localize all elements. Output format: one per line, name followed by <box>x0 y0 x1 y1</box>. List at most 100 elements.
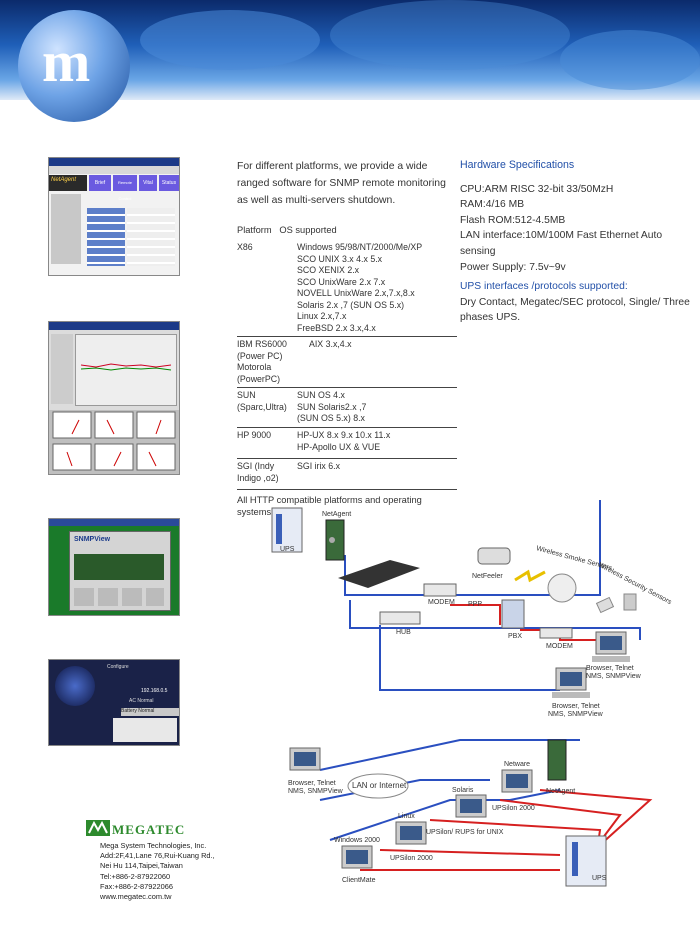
modem2-icon <box>539 627 573 639</box>
browser1-label: Browser, Telnet <box>586 665 634 672</box>
ppp-label: PPP <box>468 601 482 608</box>
ac-label: AC Normal <box>129 698 154 704</box>
company-info: Mega System Technologies, Inc. Add:2F,41… <box>100 841 215 902</box>
os-footer: All HTTP compatible platforms and operat… <box>237 495 422 517</box>
ups-text: Dry Contact, Megatec/SEC protocol, Singl… <box>460 296 690 324</box>
os-item: HP-UX 8.x 9.x 10.x 11.x <box>297 430 391 440</box>
os-row: HP 9000 HP-UX 8.x 9.x 10.x 11.x HP-Apoll… <box>237 428 457 459</box>
device-list <box>74 554 164 580</box>
wireless-icon <box>514 569 546 583</box>
gauge-panel <box>49 410 179 474</box>
netagent-card-icon <box>325 519 345 561</box>
ups-title: UPS interfaces /protocols supported: <box>460 281 628 293</box>
sidebar-menu <box>51 194 81 264</box>
os-item: NOVELL UnixWare 2.x,7.x,8.x <box>297 288 415 298</box>
os-row: SUN (Sparc,Ultra) SUN OS 4.x SUN Solaris… <box>237 388 457 428</box>
spec-item: LAN interface:10M/100M Fast Ethernet Aut… <box>460 230 663 257</box>
snmpview-window: SNMPView <box>69 531 171 611</box>
modem-icon <box>423 583 457 597</box>
spec-item: Flash ROM:512-4.5MB <box>460 214 566 226</box>
intro-text: For different platforms, we provide a wi… <box>237 161 446 206</box>
spec-item: RAM:4/16 MB <box>460 199 525 211</box>
clientmate-label: ClientMate <box>342 877 376 884</box>
ups2-device-icon <box>565 835 607 887</box>
win2000-label: Windows 2000 <box>334 837 380 844</box>
netagent-card-icon <box>547 739 567 781</box>
company-line: Nei Hu 114,Taipei,Taiwan <box>100 861 183 871</box>
os-item: AIX 3.x,4.x <box>309 339 352 349</box>
os-item: Linux 2.x,7.x <box>297 311 347 321</box>
modem2-label: MODEM <box>546 643 573 650</box>
switch-icon <box>338 560 420 588</box>
smoke-label: Wireless Smoke Sensors <box>535 545 613 572</box>
upsilon-screenshot: Configure 192.168.0.5 AC Normal Battery … <box>48 659 180 746</box>
line-graph <box>75 334 177 406</box>
netagent-logo: NetAgent <box>49 175 87 191</box>
battery-label: Battery Normal <box>121 708 179 716</box>
upsilon2-label: UPSilon 2000 <box>390 855 433 862</box>
browser2-label: Browser, Telnet <box>552 703 600 710</box>
pc-icon <box>552 667 590 698</box>
ups-label: UPS <box>280 546 295 553</box>
os-item: SUN OS 4.x <box>297 390 345 400</box>
platform-label: X86 <box>237 242 253 252</box>
snmpview-title: SNMPView <box>74 536 111 543</box>
ip-label: 192.168.0.5 <box>141 688 168 694</box>
os-item: FreeBSD 2.x 3.x,4.x <box>297 322 376 333</box>
hardware-specs: Hardware Specifications CPU:ARM RISC 32-… <box>460 158 692 326</box>
os-item: SGI irix 6.x <box>297 461 341 471</box>
os-item: SUN Solaris2.x ,7 <box>297 401 367 412</box>
monitor-screenshot <box>48 321 180 475</box>
browser1b-label: NMS, SNMPView <box>586 673 642 680</box>
ups2-label: UPS <box>592 875 607 882</box>
logo-globe-icon <box>18 10 130 122</box>
security-sensor-icon <box>595 593 637 614</box>
browserb-label: NMS, SNMPView <box>288 788 344 795</box>
pc-icon <box>592 631 630 662</box>
os-item: SCO UnixWare 2.x 7.x <box>297 276 386 287</box>
platform-label: IBM RS6000 (Power PC) Motorola (PowerPC) <box>237 339 287 384</box>
pbx-icon <box>501 599 525 629</box>
pc-icon <box>501 769 533 793</box>
event-log <box>113 718 177 742</box>
lan-label: LAN or Internet <box>352 781 407 790</box>
rups-label: UPSilon/ RUPS for UNIX <box>426 829 504 836</box>
company-line[interactable]: www.megatec.com.tw <box>100 892 172 902</box>
platform-label: HP 9000 <box>237 430 272 440</box>
netagent-screenshot: NetAgent Brief Remote Control Vital Stat… <box>48 157 180 276</box>
brief-button: Brief <box>89 175 111 191</box>
logo-mark-icon: m <box>42 29 91 94</box>
browser2b-label: NMS, SNMPView <box>548 711 604 718</box>
status-table-values <box>127 208 175 266</box>
snmpview-screenshot: SNMPView <box>48 518 180 616</box>
os-item: Solaris 2.x ,7 (SUN OS 5.x) <box>297 299 405 310</box>
solaris-label: Solaris <box>452 787 474 794</box>
company-line: Fax:+886-2-87922066 <box>100 881 173 891</box>
os-table: X86 Windows 95/98/NT/2000/Me/XP SCO UNIX… <box>237 240 457 518</box>
megatec-logo-icon <box>86 820 110 836</box>
modem-label: MODEM <box>428 599 455 606</box>
globe-icon <box>55 666 95 706</box>
company-line: Add:2F,41,Lane 76,Rui-Kuang Rd., <box>100 851 215 861</box>
status-button: Status <box>159 175 179 191</box>
hub-icon <box>379 611 421 625</box>
button-row <box>74 588 164 606</box>
smoke-sensor-icon <box>547 573 577 603</box>
os-item: SCO XENIX 2.x <box>297 265 360 275</box>
os-row: X86 Windows 95/98/NT/2000/Me/XP SCO UNIX… <box>237 240 457 337</box>
hardware-title: Hardware Specifications <box>460 159 575 171</box>
pbx-label: PBX <box>508 633 522 640</box>
platform-label: SGI (Indy Indigo ,o2) <box>237 461 279 483</box>
company-line: Mega System Technologies, Inc. <box>100 841 207 850</box>
brand-name: MEGATEC <box>112 822 186 837</box>
netfeeler-label: NetFeeler <box>472 573 503 580</box>
os-item: Windows 95/98/NT/2000/Me/XP <box>297 242 423 252</box>
security-label: Wireless Security Sensors <box>597 562 673 607</box>
spec-item: Power Supply: 7.5v~9v <box>460 261 566 273</box>
netagent2-label: NetAgent <box>546 788 575 795</box>
company-line: Tel:+886-2-87922060 <box>100 871 171 881</box>
netfeeler-icon <box>477 547 511 565</box>
linux-label: Linux <box>398 813 415 820</box>
os-row: IBM RS6000 (Power PC) Motorola (PowerPC)… <box>237 337 457 388</box>
pc-icon <box>455 794 487 818</box>
